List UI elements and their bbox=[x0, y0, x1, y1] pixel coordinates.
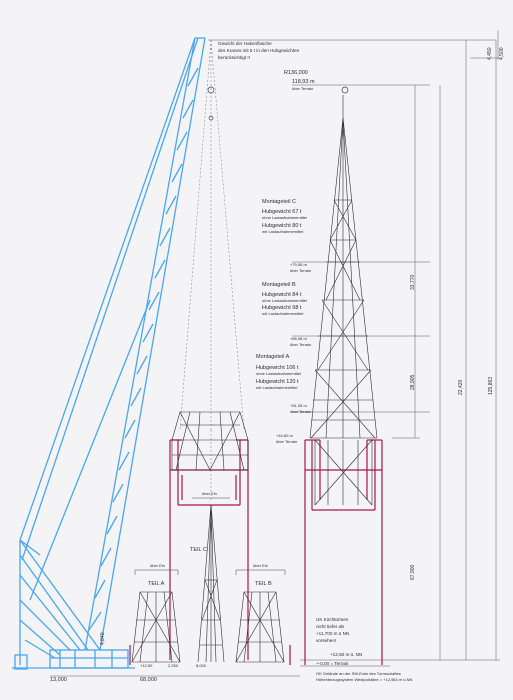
top-level-sub: über Terrain bbox=[292, 86, 314, 91]
teil-a-label: TEIL A bbox=[148, 581, 165, 587]
hook-block-icon bbox=[207, 86, 349, 121]
level-mark-4-value: +44,60 m bbox=[276, 433, 293, 438]
section-c-title: Montageteil C bbox=[262, 199, 296, 205]
bottom-note-line2: Höhenbezugssystem Westpolsfäne = +12,564… bbox=[316, 677, 413, 682]
section-a-weight1: Hubgewicht 106 t bbox=[256, 365, 299, 371]
crane-note-line3: berücksichtigt !! bbox=[218, 55, 250, 60]
radius-label: R136,000 bbox=[284, 70, 308, 76]
section-a-sub1: ohne Lastaufnahmemittel bbox=[256, 371, 301, 376]
right-dim-2: 4,500 bbox=[499, 47, 505, 60]
misc-label-3: 8,000 bbox=[196, 663, 207, 668]
section-c-weight1: Hubgewicht 67 t bbox=[262, 209, 302, 215]
bottom-note-line1: OK Gelände an der SW-Ecke des Turmschaft… bbox=[316, 671, 401, 676]
ground-segment-a bbox=[131, 591, 181, 663]
uk-note-line1: UK Kirchtürmen bbox=[316, 617, 349, 622]
nn-level: +12,50 m ü. NN bbox=[330, 652, 363, 657]
level-mark-3-sub: über Terrain bbox=[290, 409, 312, 414]
section-c-sub1: ohne Lastaufnahmemittel bbox=[262, 215, 307, 220]
uk-note-line3: +11,700 m ü NN bbox=[316, 631, 350, 636]
section-a-sub2: mit Lastaufnahmemittel bbox=[256, 385, 298, 390]
section-c-sub2: mit Lastaufnahmemittel bbox=[262, 229, 304, 234]
level-mark-1-value: +79,06 m bbox=[290, 262, 307, 267]
ground-segment-b bbox=[235, 591, 285, 663]
dimension-lines bbox=[50, 30, 500, 677]
top-level-value: 118,93 m bbox=[292, 79, 315, 85]
section-b-weight2: Hubgewicht 98 t bbox=[262, 305, 302, 311]
level-mark-2-sub: über Terrain bbox=[290, 342, 312, 347]
section-b-sub1: ohne Lastaufnahmemittel bbox=[262, 298, 307, 303]
section-b-sub2: mit Lastaufnahmemittel bbox=[262, 311, 304, 316]
ground-segment-c bbox=[197, 504, 225, 663]
hook-line bbox=[179, 39, 245, 500]
level-mark-2-value: +65,08 m bbox=[290, 336, 307, 341]
teil-c-label: TEIL C bbox=[190, 547, 207, 553]
segment-brackets bbox=[134, 497, 286, 575]
section-a-weight2: Hubgewicht 120 t bbox=[256, 379, 299, 385]
teil-b-label: TEIL B bbox=[255, 581, 272, 587]
ground-dim-1: 13,000 bbox=[50, 677, 67, 683]
terrain-level: +-0,00 = Terrain bbox=[316, 661, 349, 666]
crane-note-line2: des Kranes mit 5 t in den Hubgewichten bbox=[218, 48, 300, 53]
section-b-weight1: Hubgewicht 84 t bbox=[262, 292, 302, 298]
ueber-ein-a: über Ein bbox=[150, 563, 165, 568]
ueber-ein-b: über Ein bbox=[253, 563, 268, 568]
level-mark-4-sub: über Terrain bbox=[276, 439, 298, 444]
main-spire bbox=[309, 95, 378, 506]
right-dim-1: 4,450 bbox=[487, 47, 493, 60]
crane-note-line1: Gewicht der Hakenflasche bbox=[218, 41, 272, 46]
uk-note-line4: vorsehen! bbox=[316, 638, 337, 643]
dim-tower: 67,900 bbox=[410, 564, 416, 580]
crawler-crane bbox=[12, 37, 206, 670]
dim-total: 125,863 bbox=[488, 376, 494, 395]
dim-spire-a: 22,420 bbox=[458, 379, 464, 395]
level-mark-3-value: +51,05 m bbox=[290, 403, 307, 408]
dim-spire-c: 33,770 bbox=[410, 274, 416, 290]
lifted-segment bbox=[171, 411, 249, 471]
misc-label-2: 2,250 bbox=[168, 663, 179, 668]
section-a-title: Montageteil A bbox=[256, 354, 290, 360]
uk-note-line2: nicht tiefer als bbox=[316, 624, 345, 629]
tower-support bbox=[129, 439, 383, 665]
misc-label-1: +12,50 bbox=[140, 663, 153, 668]
section-c-weight2: Hubgewicht 80 t bbox=[262, 223, 302, 229]
level-mark-1-sub: über Terrain bbox=[290, 268, 312, 273]
dim-spire-b: 28,905 bbox=[410, 374, 416, 390]
ueber-ein-c: über Ein bbox=[202, 491, 217, 496]
misc-label-4: 4,840 bbox=[100, 632, 106, 645]
ground-dim-2: 68,000 bbox=[140, 677, 157, 683]
section-b-title: Montageteil B bbox=[262, 282, 296, 288]
